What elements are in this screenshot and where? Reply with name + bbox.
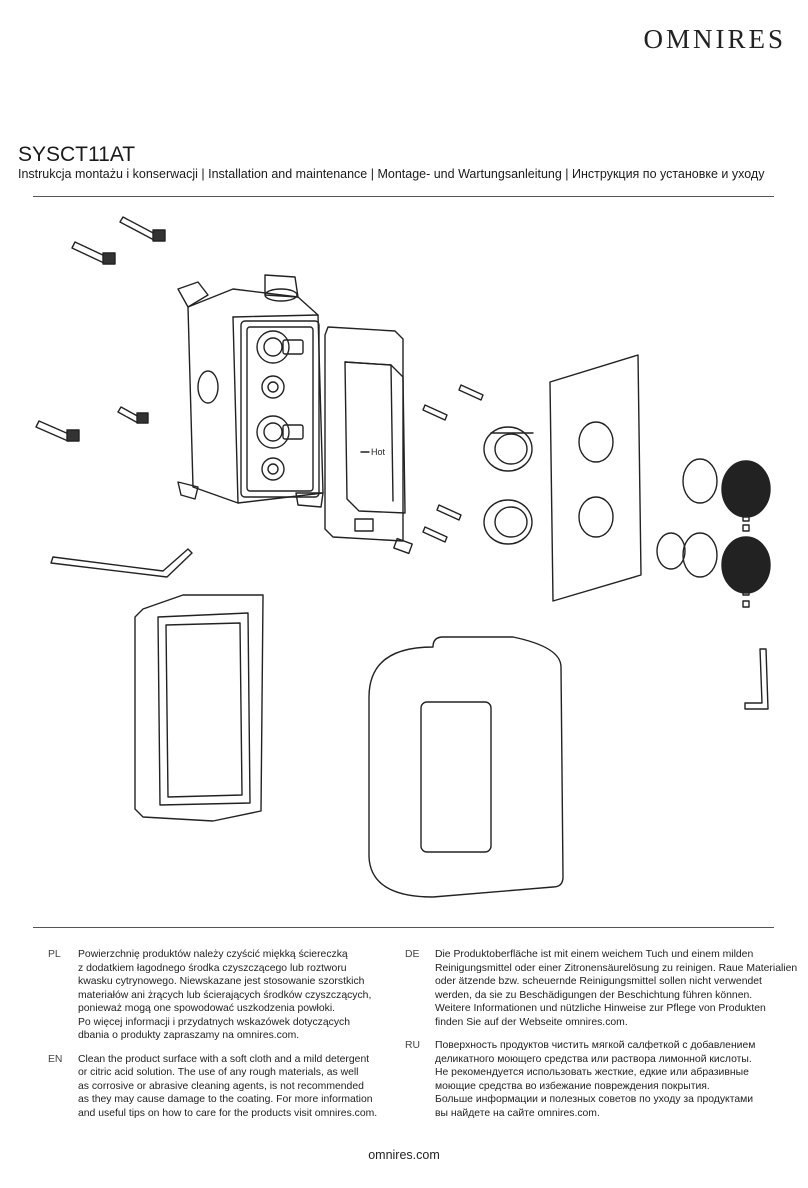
control-knob — [682, 458, 771, 532]
trim-plate — [549, 354, 642, 602]
instruction-block-pl: PL Powierzchnię produktów należy czyścić… — [48, 948, 377, 1043]
language-code: RU — [405, 1040, 421, 1051]
instruction-text: Clean the product surface with a soft cl… — [78, 1053, 378, 1119]
document-subtitle: Instrukcja montażu i konserwacji | Insta… — [18, 167, 765, 181]
instruction-text: Powierzchnię produktów należy czyścić mi… — [78, 949, 372, 1041]
wall-anchor-screw — [119, 216, 166, 242]
brand-logo: OMNIRES — [643, 24, 786, 54]
rough-in-box — [177, 274, 324, 508]
instruction-block-de: DE Die Produktoberfläche ist mit einem w… — [405, 948, 797, 1029]
wall-anchor-screw — [117, 406, 149, 424]
mounting-frame — [134, 594, 264, 822]
instruction-block-en: EN Clean the product surface with a soft… — [48, 1053, 377, 1121]
instructions-right-column: DE Die Produktoberfläche ist mit einem w… — [405, 948, 797, 1130]
instruction-text: Поверхность продуктов чистить мягкой сал… — [435, 1040, 756, 1119]
instructions-left-column: PL Powierzchnię produktów należy czyścić… — [48, 948, 377, 1130]
wall-anchor-screw — [71, 241, 116, 265]
model-title: SYSCT11AT — [18, 143, 136, 166]
extension-sleeve — [483, 426, 534, 472]
language-code: PL — [48, 949, 61, 960]
sealing-gasket — [368, 636, 564, 898]
control-knob — [656, 532, 771, 608]
allen-key — [50, 548, 193, 578]
wall-anchor-screw — [35, 420, 80, 442]
footer-website: omnires.com — [368, 1148, 440, 1162]
extension-sleeve — [483, 499, 533, 545]
allen-key-small — [744, 648, 769, 710]
language-code: EN — [48, 1053, 63, 1065]
protective-cover: Hot — [324, 326, 406, 542]
hot-label: Hot — [371, 447, 386, 457]
instruction-block-ru: RU Поверхность продуктов чистить мягкой … — [405, 1039, 797, 1120]
exploded-diagram: Hot — [33, 196, 774, 928]
instruction-text: Die Produktoberfläche ist mit einem weic… — [435, 949, 798, 1028]
language-code: DE — [405, 949, 420, 960]
